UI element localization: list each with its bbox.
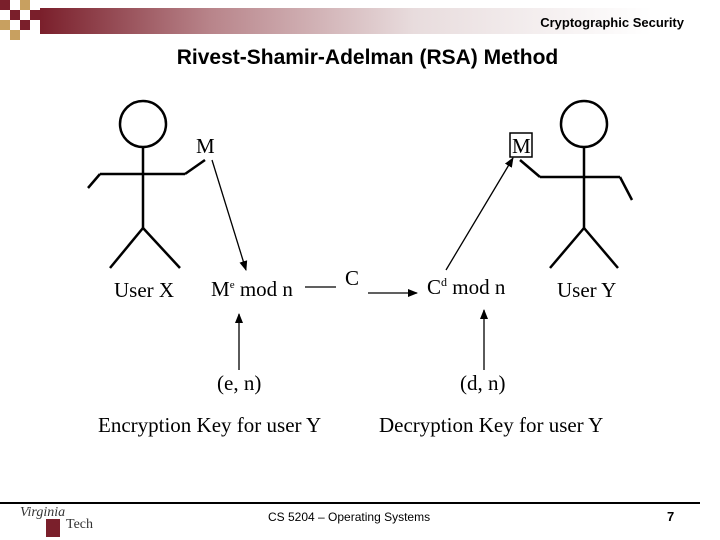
user-x-label: User X [114,278,175,302]
encryption-formula: Me mod n [211,277,293,302]
decrypt-exponent: d [441,275,448,289]
ciphertext-label: C [345,266,360,290]
message-label-left: M [196,134,215,158]
encryption-caption: Encryption Key for user Y [98,413,322,437]
footer-course: CS 5204 – Operating Systems [268,510,431,524]
decrypt-base: C [427,275,442,299]
logo-text-top: Virginia [20,505,66,520]
decryption-formula: Cd mod n [427,275,505,300]
encrypt-rest: mod n [234,277,293,301]
checker-decoration [0,0,40,40]
header-gradient [40,8,720,34]
header-title: Cryptographic Security [540,15,684,30]
stick-figure-user-y [519,99,634,269]
encrypt-exponent: e [229,279,235,291]
slide-title: Rivest-Shamir-Adelman (RSA) Method [176,46,559,69]
virginia-tech-logo: Virginia Tech [16,505,96,539]
public-key-label: (e, n) [217,371,262,395]
arrow-message-to-encrypt [211,159,248,271]
footer-divider [0,502,700,504]
page-number: 7 [667,509,675,524]
logo-text-bottom: Tech [66,517,94,532]
header-bar: Cryptographic Security [0,0,720,40]
private-key-label: (d, n) [460,371,506,395]
decryption-caption: Decryption Key for user Y [379,413,604,437]
stick-figure-user-x [87,99,206,269]
encrypt-base: M [211,277,230,301]
arrow-decrypt-to-message [445,157,514,271]
message-box-right [509,132,533,158]
decrypt-rest: mod n [447,275,506,299]
user-y-label: User Y [557,278,617,302]
message-label-right: M [512,134,531,158]
flow-arrows [211,157,514,370]
logo-block-icon [46,519,60,537]
